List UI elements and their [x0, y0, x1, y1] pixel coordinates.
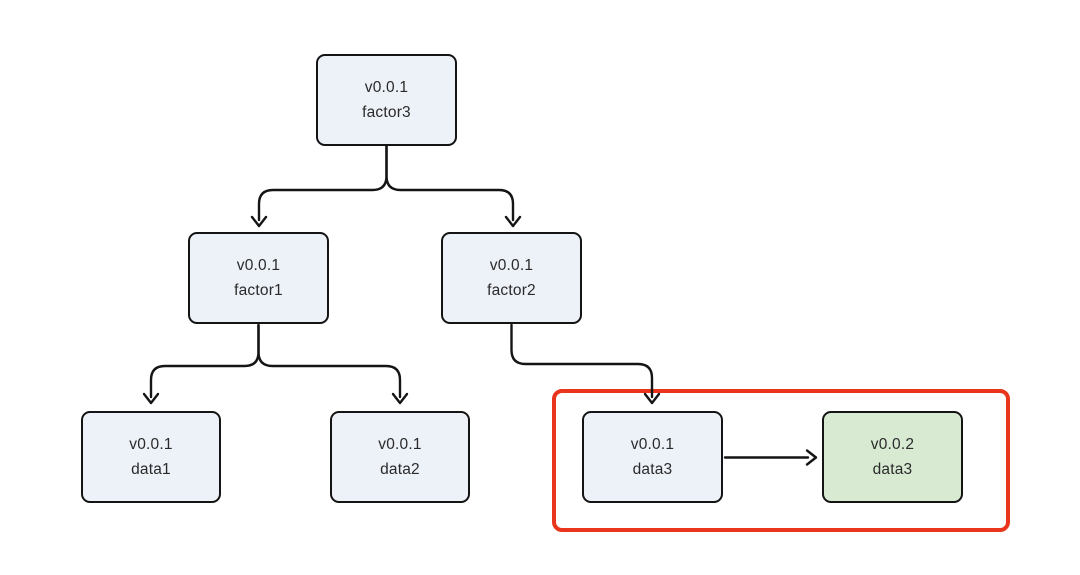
node-label: factor3: [362, 103, 411, 121]
node-data3-v001: v0.0.1 data3: [582, 411, 723, 503]
node-label: data2: [380, 460, 420, 478]
edge-factor2-data3: [510, 323, 654, 399]
arrowhead-factor1: [250, 215, 268, 228]
highlight-rect: [552, 389, 1010, 532]
edge-factor3-factor1: [257, 144, 388, 222]
node-label: factor2: [487, 281, 536, 299]
node-data1-v001: v0.0.1 data1: [81, 411, 221, 503]
node-label: factor1: [234, 281, 283, 299]
node-version: v0.0.1: [630, 435, 675, 453]
node-label: data3: [632, 460, 673, 478]
arrowhead-data1: [142, 392, 160, 405]
node-version: v0.0.1: [364, 78, 409, 96]
node-version: v0.0.2: [870, 435, 915, 453]
node-label: data3: [872, 460, 913, 478]
node-version: v0.0.1: [129, 435, 173, 453]
node-version: v0.0.1: [236, 256, 281, 274]
node-data2-v001: v0.0.1 data2: [330, 411, 470, 503]
edge-factor1-data2: [257, 323, 402, 399]
edge-factor3-factor2: [385, 144, 515, 222]
arrowhead-data2: [391, 392, 409, 405]
node-version: v0.0.1: [489, 256, 534, 274]
edge-factor1-data1: [149, 323, 260, 399]
node-label: data1: [131, 460, 171, 478]
node-data3-v002: v0.0.2 data3: [822, 411, 963, 503]
arrowhead-factor2: [504, 215, 522, 228]
node-factor2-v001: v0.0.1 factor2: [441, 232, 582, 324]
node-version: v0.0.1: [378, 435, 422, 453]
node-factor3-v001: v0.0.1 factor3: [316, 54, 457, 146]
node-factor1-v001: v0.0.1 factor1: [188, 232, 329, 324]
